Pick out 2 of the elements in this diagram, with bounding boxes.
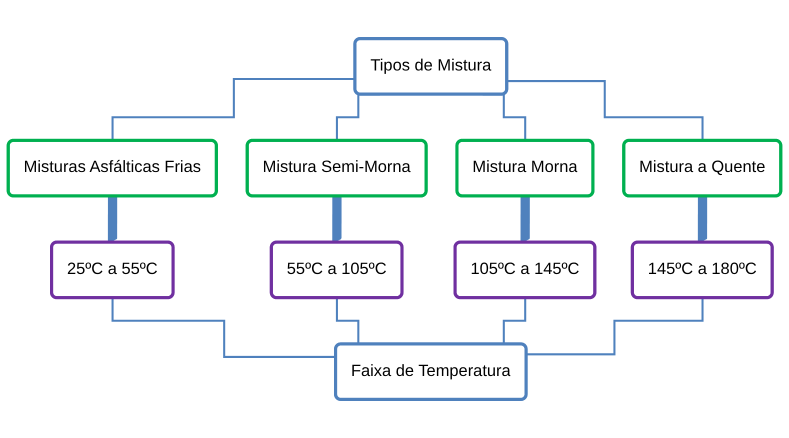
connector <box>526 297 704 356</box>
connector <box>112 297 336 358</box>
